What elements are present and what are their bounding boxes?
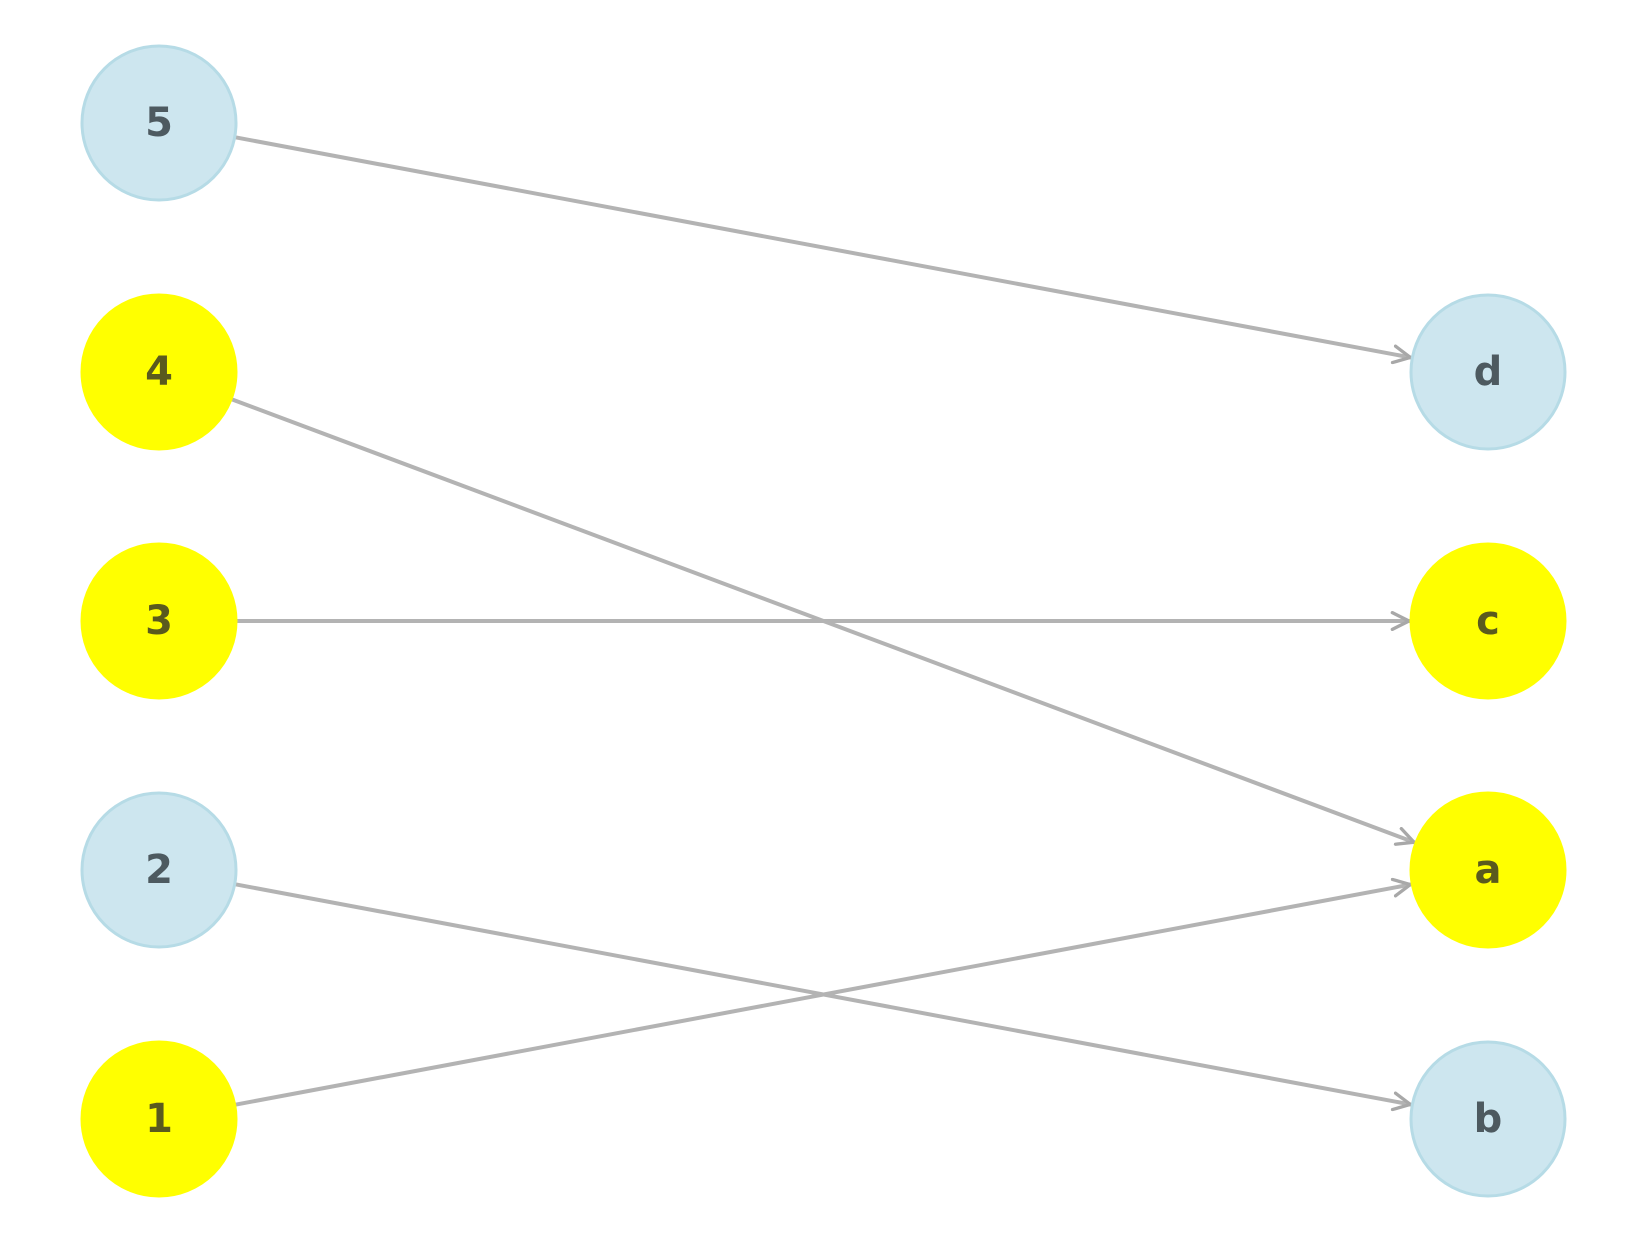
node-1: 1 [80,1040,238,1198]
node-3: 3 [80,542,238,700]
node-circle-3 [80,542,238,700]
node-label-2: 2 [145,847,173,893]
edge-5-to-d [230,134,1413,365]
node-d: d [1409,293,1567,451]
nodes: 5 4 3 2 1 d c a b [80,44,1567,1198]
node-label-c: c [1476,598,1500,644]
node-label-4: 4 [145,349,173,395]
node-c: c [1409,542,1567,700]
node-circle-d [1409,293,1567,451]
node-5: 5 [80,44,238,202]
node-label-a: a [1475,847,1502,893]
node-circle-c [1409,542,1567,700]
node-circle-a [1409,791,1567,949]
node-a: a [1409,791,1567,949]
node-4: 4 [80,293,238,451]
node-label-b: b [1474,1096,1503,1142]
node-circle-2 [80,791,238,949]
node-label-5: 5 [145,100,173,146]
node-circle-4 [80,293,238,451]
node-label-3: 3 [145,598,173,644]
node-circle-5 [80,44,238,202]
edges [227,134,1417,1112]
node-2: 2 [80,791,238,949]
node-circle-1 [80,1040,238,1198]
edge-1-to-a [230,877,1413,1108]
node-circle-b [1409,1040,1567,1198]
node-label-d: d [1474,349,1503,395]
node-b: b [1409,1040,1567,1198]
node-label-1: 1 [145,1096,173,1142]
